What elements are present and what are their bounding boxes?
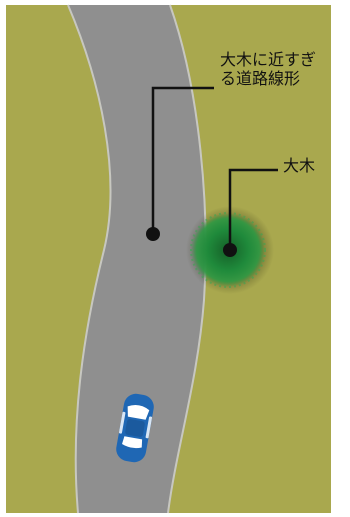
road-curve-label-line1: 大木に近すぎ bbox=[220, 50, 317, 69]
tree-callout bbox=[223, 168, 278, 257]
tree-marker bbox=[223, 243, 237, 257]
road-marker bbox=[146, 227, 160, 241]
car-icon bbox=[116, 393, 154, 463]
road-curve-label-line2: る道路線形 bbox=[220, 69, 301, 88]
road-edge-left bbox=[67, 4, 112, 514]
road-curve-callout bbox=[146, 86, 214, 241]
road bbox=[68, 5, 206, 513]
large-tree-label: 大木 bbox=[283, 156, 316, 175]
road-edge-right bbox=[167, 4, 207, 514]
road-curve-label: 大木に近すぎ る道路線形 bbox=[220, 50, 348, 88]
